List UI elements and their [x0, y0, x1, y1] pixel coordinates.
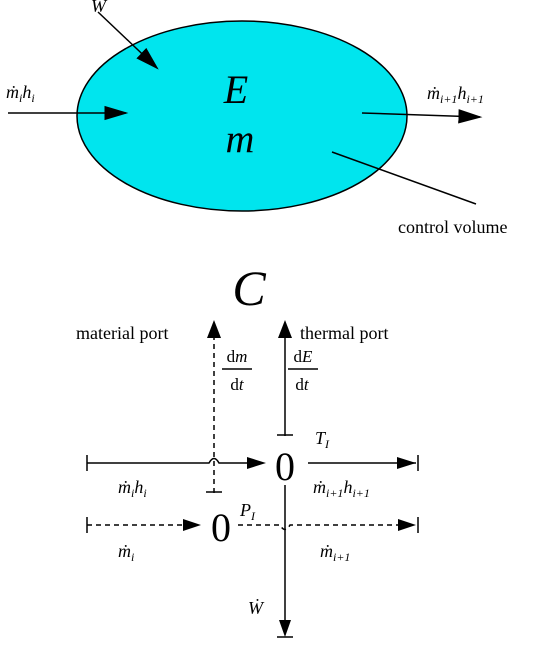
- mass-out-arrowhead: [398, 519, 416, 531]
- mass-out-label: ṁi+1: [320, 541, 350, 564]
- thermal-junction: 0: [275, 444, 295, 489]
- enthalpy-in-arrowhead: [247, 457, 266, 469]
- outlet-arrow: [361, 109, 483, 124]
- inlet-label: ṁihi: [6, 82, 35, 105]
- capacitor-symbol: C: [232, 260, 266, 316]
- temperature-label: TI: [315, 428, 330, 451]
- mass-symbol: m: [226, 116, 255, 161]
- dm-dt-fraction: dm dt: [222, 347, 252, 394]
- svg-text:dm: dm: [227, 347, 248, 366]
- mass-out-bond: [238, 524, 400, 531]
- mass-in-label: ṁi: [118, 541, 134, 564]
- de-dt-fraction: dE dt: [288, 347, 318, 394]
- mass-in-arrowhead: [183, 519, 201, 531]
- enthalpy-in-label: ṁihi: [118, 477, 147, 500]
- control-volume-ellipse: [76, 20, 408, 212]
- control-volume-label: control volume: [398, 217, 507, 237]
- material-port-arrowhead: [207, 320, 221, 338]
- svg-text:dt: dt: [295, 375, 310, 394]
- pressure-label: PI: [239, 500, 256, 523]
- enthalpy-out-label: ṁi+1hi+1: [313, 477, 370, 500]
- material-port-label: material port: [76, 323, 168, 343]
- pressure-junction: 0: [211, 505, 231, 550]
- svg-text:dt: dt: [230, 375, 245, 394]
- work-label-top: Ẇ: [91, 0, 108, 16]
- bond-graph-diagram: C material port dm dt thermal port dE: [76, 260, 419, 638]
- work-label-bottom: Ẇ: [248, 597, 265, 618]
- thermal-port-arrowhead: [278, 320, 292, 338]
- control-volume-pointer: [331, 151, 477, 205]
- work-arrow: [97, 11, 159, 70]
- enthalpy-in-bond: [87, 457, 258, 464]
- work-bond-arrowhead: [279, 620, 291, 637]
- enthalpy-out-arrowhead: [397, 457, 416, 469]
- svg-text:dE: dE: [294, 347, 314, 366]
- control-volume-diagram: Ẇ ṁihi ṁi+1hi+1 E m control volume: [6, 0, 507, 237]
- energy-symbol: E: [223, 67, 248, 112]
- outlet-label: ṁi+1hi+1: [427, 83, 484, 106]
- thermal-port-label: thermal port: [300, 323, 388, 343]
